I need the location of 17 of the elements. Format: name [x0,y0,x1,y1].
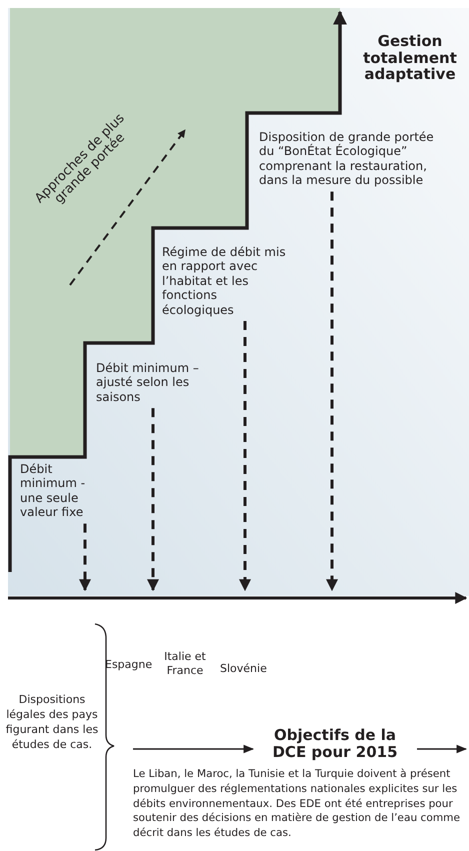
heading-text: Gestion totalement adaptative [362,33,458,82]
country-label: Italie et France [163,650,207,678]
arrow [79,524,91,592]
arrow [326,192,338,592]
country-label: Slovénie [220,662,268,676]
step-text: Disposition de grande portée du “BonÉtat Écologique” comprenant la restauration, dans la mesure du possible [259,130,451,188]
arrow [417,744,468,754]
note-text: Dispositions légales des pays figurant dans les études de cas. [4,693,100,752]
note-text: Le Liban, le Maroc, la Tunisie et la Turquie doivent à présent promulguer des réglementations nationales explicites sur les débits environnementaux. Des EDE ont été entreprises pour soutenir des décisions en matière de gestion de l’eau comme décrit dans les études de cas. [133,767,461,842]
country-label: Espagne [105,658,154,672]
goal-heading: Objectifs de la DCE pour 2015 [255,727,415,760]
arrow [239,320,251,592]
arrow [133,744,254,754]
step-text: Débit minimum – ajusté selon les saisons [96,361,206,404]
step-text: Débit minimum - une seule valeur fixe [20,462,86,520]
arrow [147,408,159,592]
step-text: Régime de débit mis en rapport avec l’habitat et les fonctions écologiques [162,245,287,317]
